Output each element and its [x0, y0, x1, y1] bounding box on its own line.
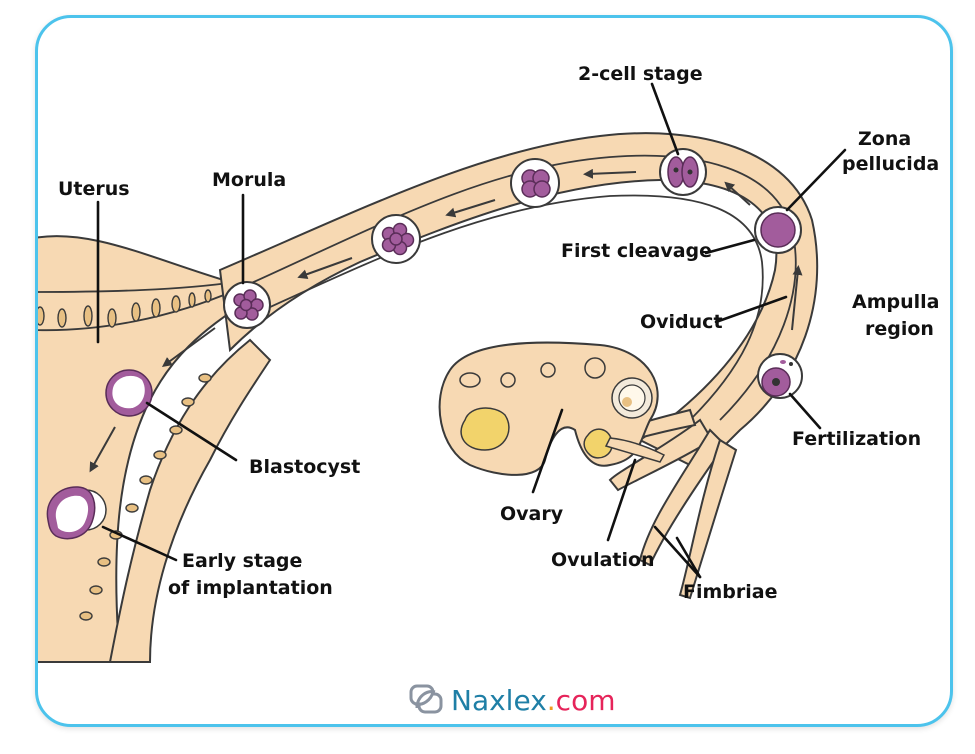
label-implantation-2: of implantation	[168, 577, 333, 599]
label-fertilization: Fertilization	[792, 428, 921, 450]
label-uterus: Uterus	[58, 178, 130, 200]
label-ovary: Ovary	[500, 503, 564, 525]
label-zona-pellucida-1: Zona	[858, 128, 911, 150]
fertilized-egg	[757, 353, 803, 399]
brand-tld: com	[555, 683, 616, 717]
first-cleavage-embryo	[754, 206, 802, 254]
label-ampulla-1: Ampulla	[852, 291, 939, 313]
ovary-follicles	[459, 357, 666, 463]
movement-arrows	[89, 168, 803, 473]
label-2-cell-stage: 2-cell stage	[578, 63, 703, 85]
implanting-embryo	[46, 486, 107, 540]
uterus-tissue	[38, 235, 252, 663]
label-zona-pellucida-2: pellucida	[842, 153, 939, 175]
label-ampulla-2: region	[865, 318, 934, 340]
two-cell-embryo	[659, 148, 707, 196]
label-first-cleavage: First cleavage	[561, 240, 712, 262]
brand-logo[interactable]: Naxlex.com	[405, 680, 615, 720]
brand-name: Naxlex	[451, 683, 547, 717]
label-blastocyst: Blastocyst	[249, 456, 360, 478]
four-cell-embryo	[510, 158, 560, 208]
blastocyst-embryo	[105, 369, 153, 417]
leader-lines	[96, 82, 847, 579]
label-oviduct: Oviduct	[640, 311, 723, 333]
label-implantation-1: Early stage	[182, 550, 302, 572]
eight-cell-embryo	[371, 214, 421, 264]
label-morula: Morula	[212, 169, 286, 191]
uterine-cavity	[108, 338, 272, 663]
endometrial-glands	[79, 373, 212, 621]
morula-embryo	[223, 281, 271, 329]
naxlex-logo-icon	[409, 684, 443, 714]
label-ovulation: Ovulation	[551, 549, 655, 571]
label-fimbriae: Fimbriae	[683, 581, 777, 603]
brand-dot: .	[546, 683, 556, 717]
uterine-glands	[38, 289, 212, 328]
